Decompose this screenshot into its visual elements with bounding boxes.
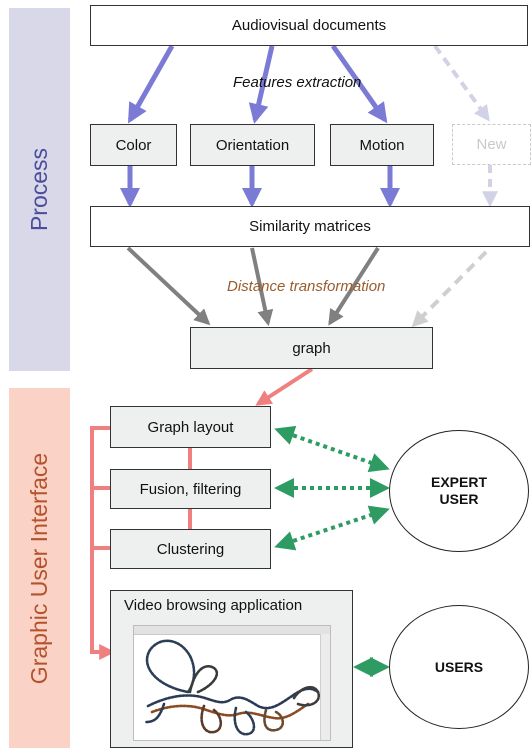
distance-transformation-caption: Distance transformation xyxy=(227,278,386,295)
clustering-label: Clustering xyxy=(156,540,225,558)
arrow-similarity-to-graph-1 xyxy=(126,246,211,326)
graph-to-layout-arrow xyxy=(255,367,314,406)
distance-transformation-arrows xyxy=(126,246,488,328)
graph-left-tail xyxy=(144,702,166,724)
feature-orientation-box: Orientation xyxy=(190,124,315,166)
feature-extraction-arrows xyxy=(127,44,490,124)
similarity-matrices-label: Similarity matrices xyxy=(249,218,371,235)
graph-layout-label: Graph layout xyxy=(147,418,234,436)
similarity-arrows xyxy=(120,165,498,208)
expert-user-ellipse: EXPERT USER xyxy=(389,430,529,552)
graph-lower-loop-2 xyxy=(233,706,256,736)
feature-color-box: Color xyxy=(90,124,177,166)
feature-new-label: New xyxy=(476,136,507,153)
feature-orientation-label: Orientation xyxy=(215,136,290,154)
arrow-to-new xyxy=(433,44,490,122)
feature-color-label: Color xyxy=(115,136,152,154)
app-screenshot xyxy=(133,625,331,741)
clustering-box: Clustering xyxy=(110,529,271,569)
expert-clustering-arrow xyxy=(274,505,390,551)
expert-user-line-2: USER xyxy=(439,491,479,507)
users-label: USERS xyxy=(434,658,484,675)
graph-lower-loop-3 xyxy=(263,708,285,732)
arrow-similarity-to-graph-2 xyxy=(250,247,274,327)
audiovisual-documents-box: Audiovisual documents xyxy=(90,5,528,46)
audiovisual-documents-label: Audiovisual documents xyxy=(231,17,387,34)
graph-layout-box: Graph layout xyxy=(110,406,271,448)
fusion-filtering-label: Fusion, filtering xyxy=(139,480,242,498)
graph-main-chain xyxy=(146,687,320,710)
graph-chain-secondary xyxy=(150,702,310,720)
fusion-filtering-box: Fusion, filtering xyxy=(110,469,271,509)
expert-user-line-1: EXPERT xyxy=(430,474,487,490)
arrow-to-color xyxy=(127,44,175,124)
arrow-to-orientation xyxy=(248,45,275,124)
gui-band: Graphic User Interface xyxy=(9,388,70,748)
feature-new-box: New xyxy=(452,124,531,165)
feature-motion-box: Motion xyxy=(330,124,434,166)
arrow-similarity-to-graph-3 xyxy=(328,246,380,326)
features-extraction-caption: Features extraction xyxy=(233,74,362,91)
graph-preview-drawing xyxy=(144,639,321,736)
arrow-similarity-to-graph-new xyxy=(411,250,488,328)
arrow-to-motion xyxy=(330,44,388,124)
app-toolbar xyxy=(134,626,330,635)
similarity-matrices-box: Similarity matrices xyxy=(90,206,530,247)
graph-box: graph xyxy=(190,327,433,369)
interaction-arrows xyxy=(274,425,390,677)
expert-layout-arrow xyxy=(274,425,390,473)
graph-lower-loop-1 xyxy=(200,704,223,734)
graph-label: graph xyxy=(292,339,331,357)
graph-right-loop xyxy=(292,685,321,707)
users-ellipse: USERS xyxy=(389,605,529,729)
process-band: Process xyxy=(9,8,70,371)
feature-motion-label: Motion xyxy=(359,136,405,154)
video-browsing-app-box: Video browsing application xyxy=(110,590,353,748)
left-bracket xyxy=(90,426,116,660)
graph-loop-small xyxy=(188,665,219,694)
video-browsing-app-title: Video browsing application xyxy=(124,597,303,614)
graph-loop-large xyxy=(145,639,196,694)
app-scrollbar xyxy=(320,634,330,740)
gui-connector xyxy=(90,367,314,660)
